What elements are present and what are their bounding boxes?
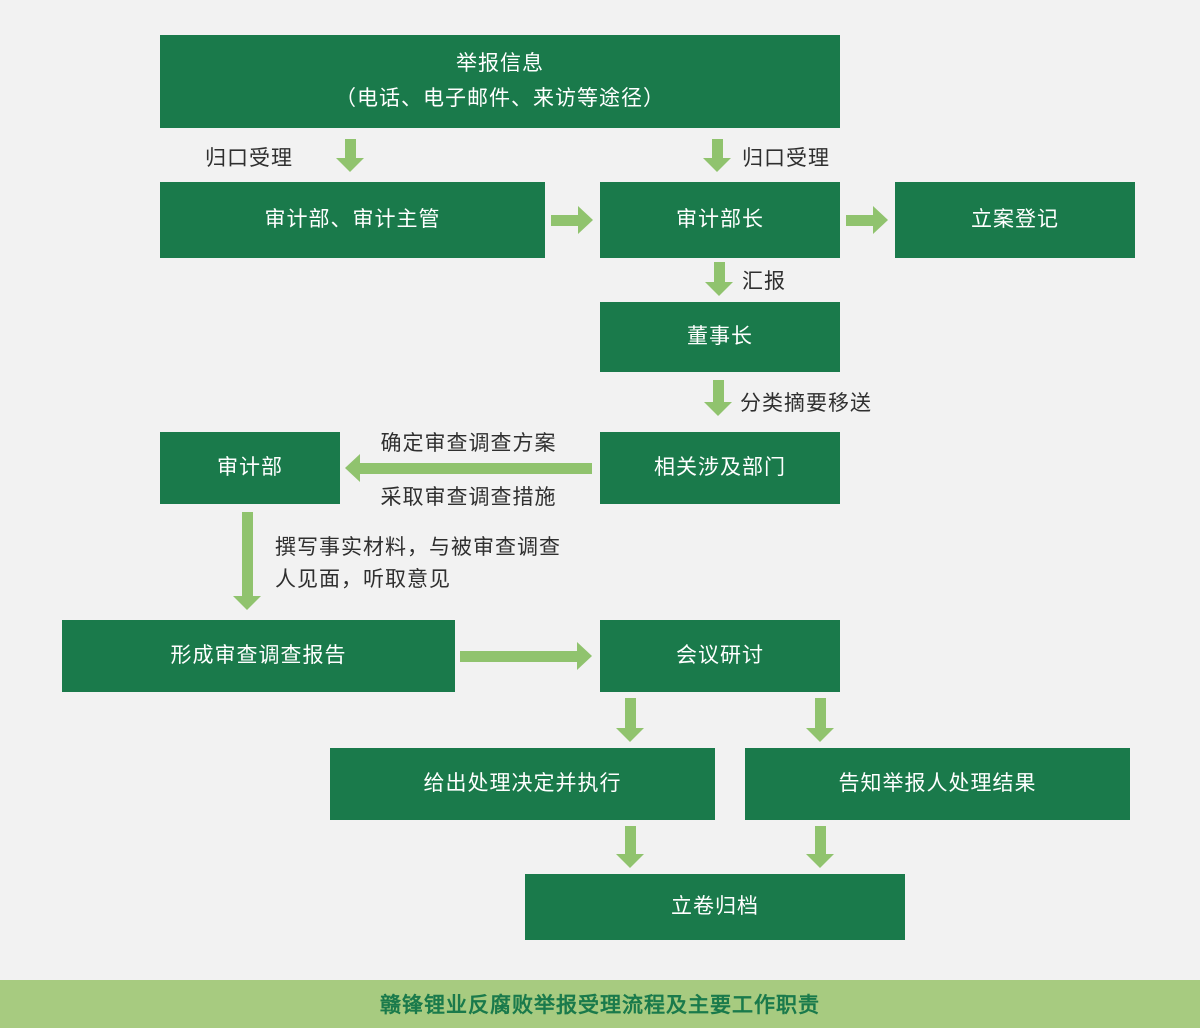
node-notify-result-label: 告知举报人处理结果 xyxy=(838,771,1037,795)
label-report-up: 汇报 xyxy=(742,270,786,293)
node-report-info: 举报信息 （电话、电子邮件、来访等途径） xyxy=(160,35,840,128)
arrow-decision-to-filing xyxy=(616,826,644,868)
arrow-chairman-to-related-departments xyxy=(704,380,732,416)
node-review-report: 形成审查调查报告 xyxy=(62,620,455,692)
node-audit-dept-supervisor-label: 审计部、审计主管 xyxy=(264,207,441,231)
arrow-meeting-to-decision xyxy=(616,698,644,742)
node-case-registration: 立案登记 xyxy=(895,182,1135,258)
label-determine-plan: 确定审查调查方案 xyxy=(380,432,557,455)
label-write-materials-line2: 人见面，听取意见 xyxy=(275,567,451,591)
label-write-materials-line1: 撰写事实材料，与被审查调查 xyxy=(275,536,561,559)
node-case-registration-label: 立案登记 xyxy=(971,207,1059,231)
arrow-report-info-to-audit-dept-supervisor xyxy=(336,139,364,172)
arrow-director-to-registration xyxy=(846,206,888,234)
node-audit-director: 审计部长 xyxy=(600,182,840,258)
arrow-review-report-to-meeting xyxy=(460,642,592,670)
arrow-report-info-to-audit-director xyxy=(703,139,731,172)
label-write-materials: 撰写事实材料，与被审查调查 人见面，听取意见 xyxy=(275,532,561,595)
arrow-director-to-chairman xyxy=(705,262,733,296)
banner-title: 赣锋锂业反腐败举报受理流程及主要工作职责 xyxy=(0,980,1200,1028)
label-accept-right: 归口受理 xyxy=(742,147,830,170)
node-audit-dept: 审计部 xyxy=(160,432,340,504)
node-decision-execution-label: 给出处理决定并执行 xyxy=(423,771,622,795)
arrow-supervisor-to-director xyxy=(551,206,593,234)
node-audit-director-label: 审计部长 xyxy=(676,207,764,231)
arrow-notify-to-filing xyxy=(806,826,834,868)
node-report-info-line1: 举报信息 xyxy=(456,51,544,75)
arrow-audit-dept-to-review-report xyxy=(233,512,261,610)
banner-title-text: 赣锋锂业反腐败举报受理流程及主要工作职责 xyxy=(380,994,820,1017)
arrow-related-departments-to-audit-dept xyxy=(345,454,592,482)
label-classified-transfer: 分类摘要移送 xyxy=(740,392,872,415)
label-take-measures: 采取审查调查措施 xyxy=(380,486,557,509)
node-meeting-discussion-label: 会议研讨 xyxy=(676,643,764,667)
node-audit-dept-label: 审计部 xyxy=(217,455,283,479)
node-audit-dept-supervisor: 审计部、审计主管 xyxy=(160,182,545,258)
node-filing: 立卷归档 xyxy=(525,874,905,940)
node-filing-label: 立卷归档 xyxy=(671,894,759,918)
label-accept-left: 归口受理 xyxy=(205,147,293,170)
arrow-meeting-to-notify xyxy=(806,698,834,742)
node-decision-execution: 给出处理决定并执行 xyxy=(330,748,715,820)
node-chairman: 董事长 xyxy=(600,302,840,372)
node-chairman-label: 董事长 xyxy=(687,324,753,348)
node-report-info-line2: （电话、电子邮件、来访等途径） xyxy=(335,86,665,110)
node-related-departments: 相关涉及部门 xyxy=(600,432,840,504)
node-review-report-label: 形成审查调查报告 xyxy=(170,643,347,667)
node-related-departments-label: 相关涉及部门 xyxy=(654,455,786,479)
node-meeting-discussion: 会议研讨 xyxy=(600,620,840,692)
node-notify-result: 告知举报人处理结果 xyxy=(745,748,1130,820)
